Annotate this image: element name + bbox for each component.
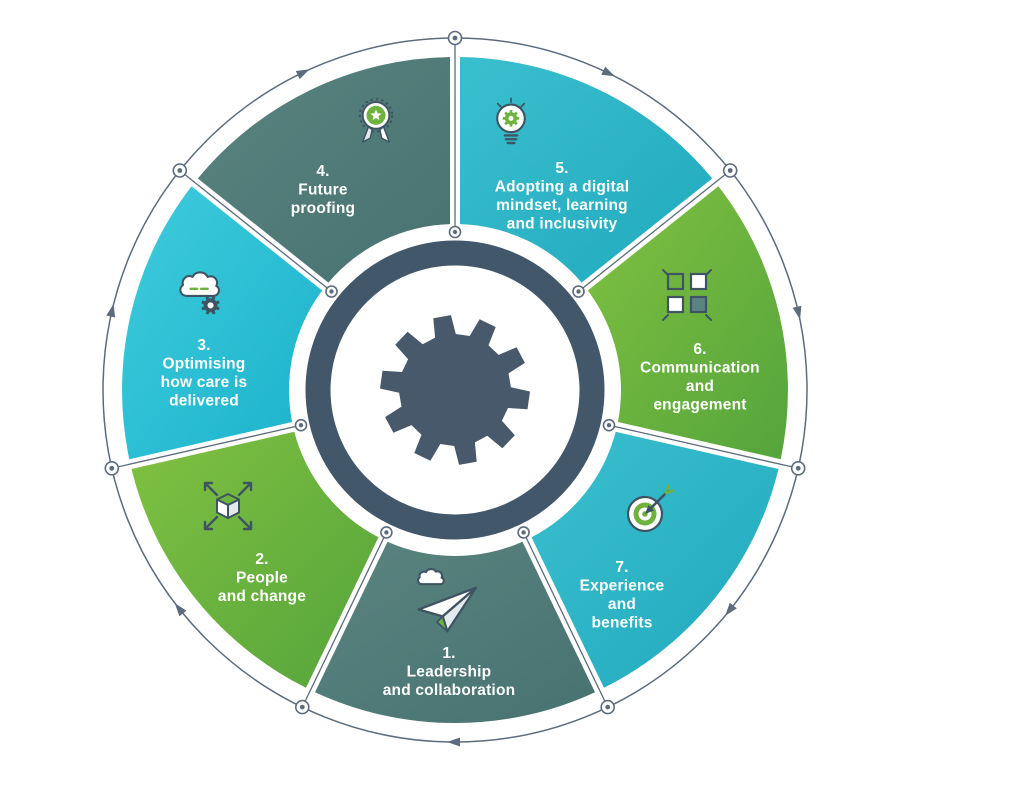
direction-arrow-icon [295, 69, 310, 80]
segment-number: 5. [555, 160, 568, 177]
segment-label-line: and collaboration [383, 682, 516, 699]
segment-label-line: benefits [591, 615, 652, 632]
segment-label-line: and change [218, 588, 306, 605]
segment-divider [301, 532, 387, 708]
award-badge-icon [358, 98, 394, 143]
segment-divider [111, 424, 302, 469]
segment-label-line: engagement [653, 397, 746, 414]
segment-number: 2. [255, 551, 268, 568]
segment-label-line: Future [298, 182, 348, 199]
segment-divider [608, 424, 799, 469]
segment-label-line: and [686, 378, 714, 395]
segment-number: 7. [615, 559, 628, 576]
direction-arrow-icon [725, 602, 737, 616]
ring-node [447, 30, 463, 239]
cloud-shape [179, 271, 220, 297]
cloud-shape [417, 568, 445, 586]
ring-node [294, 526, 393, 715]
direction-arrow-icon [174, 603, 187, 617]
segment-optimising-how-care-is-delivered [122, 186, 323, 460]
direction-arrow-icon [601, 66, 615, 77]
segment-experience-and-benefits [531, 431, 779, 688]
segment-label-line: mindset, learning [496, 197, 628, 214]
segment-people-and-change [131, 431, 379, 688]
target-dart-icon [626, 484, 675, 533]
direction-arrow-icon [106, 303, 116, 318]
segment-number: 1. [442, 645, 455, 662]
box-arrows-icon [203, 481, 253, 531]
segment-label-line: and [608, 596, 636, 613]
segment-number: 4. [316, 163, 329, 180]
segment-divider [179, 169, 332, 293]
gear-icon [380, 315, 530, 465]
segment-label-line: proofing [291, 200, 355, 217]
segment-number: 3. [197, 337, 210, 354]
segment-label-line: Optimising [163, 356, 246, 373]
center-ring [305, 240, 605, 540]
cloud-gear-icon [179, 271, 220, 315]
segment-label-line: Leadership [407, 664, 492, 681]
segment-label-line: Experience [580, 578, 665, 595]
building-blocks-icon [662, 269, 712, 321]
ring-node [104, 418, 308, 476]
segment-label-line: Adopting a digital [495, 179, 629, 196]
segment-label-line: and inclusivity [507, 216, 618, 233]
segment-divider [578, 169, 731, 293]
segment-divider [523, 532, 609, 708]
direction-arrow-icon [447, 737, 460, 747]
segment-leadership-and-collaboration [315, 541, 595, 724]
segment-label-line: delivered [169, 393, 239, 410]
lightbulb-gear-icon [496, 97, 526, 145]
ring-node [572, 163, 738, 298]
segment-number: 6. [693, 341, 706, 358]
segment-communication-and-engagement [587, 186, 788, 460]
ring-node [172, 163, 338, 298]
segment-label-line: how care is [161, 374, 248, 391]
direction-arrow-icon [792, 305, 802, 320]
paper-plane-icon [417, 568, 478, 633]
ring-node [602, 418, 806, 476]
segment-label-line: People [236, 570, 288, 587]
ring-node [517, 526, 616, 715]
segment-label-line: Communication [640, 360, 760, 377]
